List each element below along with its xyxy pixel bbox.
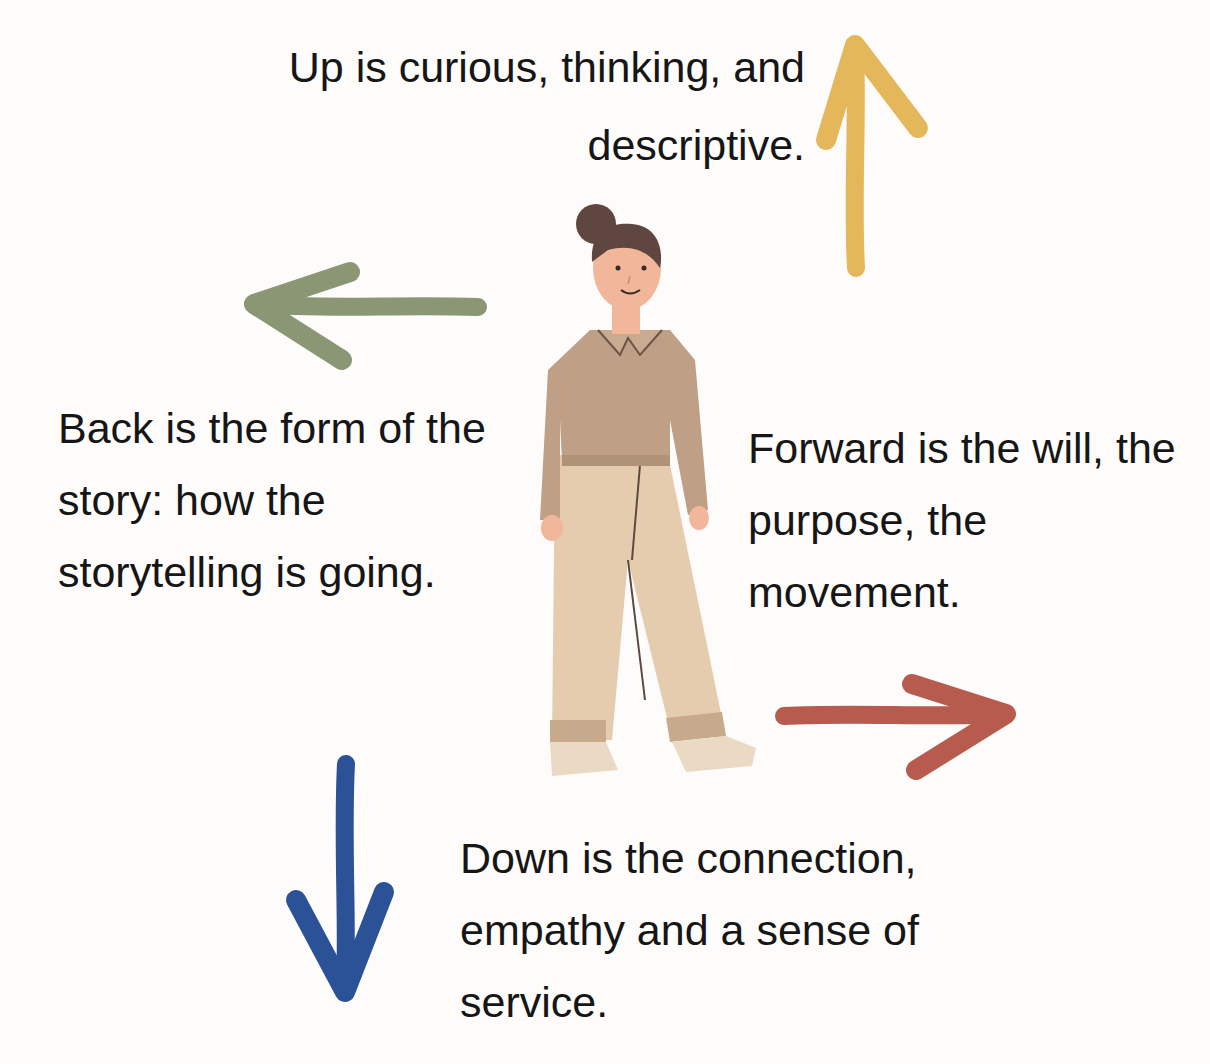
back-text: Back is the form of the story: how the s… bbox=[58, 392, 528, 608]
up-arrow bbox=[826, 45, 918, 268]
down-arrow bbox=[296, 764, 384, 992]
forward-text: Forward is the will, the purpose, the mo… bbox=[748, 412, 1200, 628]
back-arrow bbox=[254, 272, 478, 360]
down-text: Down is the connection, empathy and a se… bbox=[460, 822, 1060, 1038]
up-text: Up is curious, thinking, and descriptive… bbox=[245, 28, 805, 184]
forward-arrow bbox=[784, 684, 1006, 770]
woman-figure bbox=[540, 204, 756, 776]
